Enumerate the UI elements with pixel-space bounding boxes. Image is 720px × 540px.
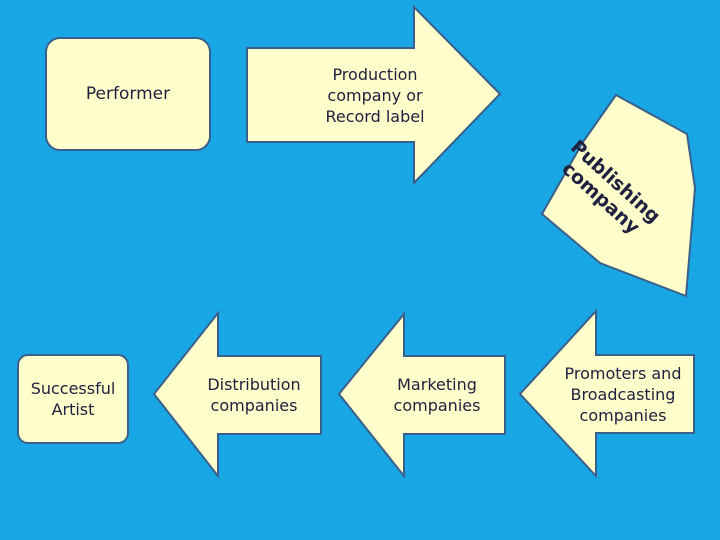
promoters-label: Promoters and Broadcasting companies [564,363,682,425]
publishing-arrow [540,93,697,298]
artist-label: Successful Artist [30,379,116,419]
production-arrow [246,4,502,186]
performer-label: Performer [85,83,171,104]
production-label: Production company or Record label [325,64,425,126]
artist-box [17,354,129,444]
promoters-arrow [518,308,695,479]
marketing-label: Marketing companies [393,375,481,415]
performer-box [45,37,211,151]
distribution-arrow [152,310,322,479]
marketing-arrow [337,311,506,479]
distribution-label: Distribution companies [207,375,301,415]
